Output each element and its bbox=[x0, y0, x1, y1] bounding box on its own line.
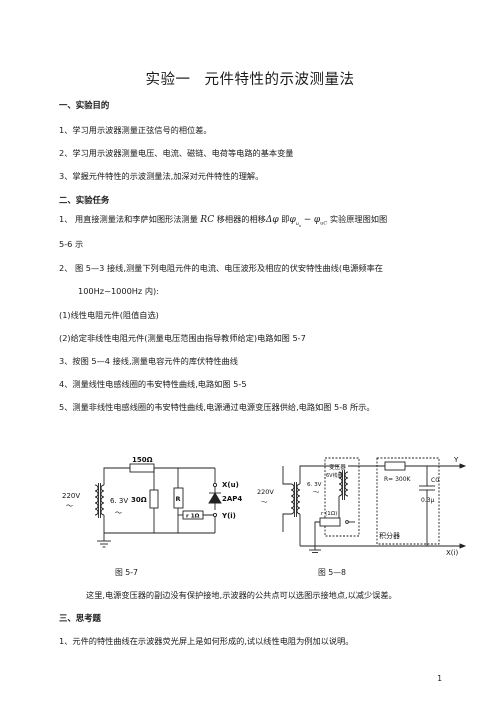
math-sub-uc: uC bbox=[320, 220, 328, 227]
purpose-item-2: 2、学习用示波器测量电压、电流、磁链、电荷等电路的基本变量 bbox=[59, 148, 294, 158]
title-part-1: 实验一 bbox=[145, 72, 191, 88]
fig57-source-tilde: ～ bbox=[66, 502, 73, 510]
fig57-x-output-label: X(u) bbox=[222, 481, 239, 489]
page-title: 实验一元件特性的示波测量法 bbox=[0, 68, 500, 89]
math-phi-us: φ bbox=[289, 215, 296, 225]
math-phi-uc: φ bbox=[313, 215, 321, 225]
fig57-diode-label: 2AP4 bbox=[222, 495, 242, 503]
fig58-source-tilde: ～ bbox=[261, 498, 268, 506]
fig58-x-output-label: X(i) bbox=[446, 549, 458, 557]
task-5: 5、测量非线性电感线圈的韦安特性曲线,电源通过电源变压器供给,电路如图 5-8 … bbox=[59, 402, 375, 412]
page-number: 1 bbox=[437, 674, 442, 683]
task-1-mid: 移相器的相移 bbox=[216, 214, 266, 224]
task-2-line-2: 100Hz~1000Hz 内): bbox=[78, 286, 159, 296]
task-4: 4、测量线性电感线圈的韦安特性曲线,电路如图 5-5 bbox=[59, 379, 247, 389]
math-sub-u: u bbox=[295, 220, 300, 227]
task-1-prefix: 1、 用直接测量法和李萨如图形法测量 bbox=[59, 214, 198, 224]
fig57-y-output-label: Y(i) bbox=[221, 512, 236, 520]
task-1-continuation: 5-6 示 bbox=[59, 239, 84, 249]
task-3: 3、按图 5—4 接线,测量电容元件的库伏特性曲线 bbox=[59, 356, 238, 366]
purpose-item-3: 3、掌握元件特性的示波测量法,加深对元件特性的理解。 bbox=[59, 171, 264, 181]
fig58-r-int-label: R= 300K bbox=[384, 476, 412, 483]
task-1-suffix: 实验原理图如图 bbox=[329, 214, 388, 224]
fig58-cap-value: 0.3μ bbox=[421, 497, 435, 504]
fig57-r-bottom-label: r 1Ω bbox=[186, 514, 200, 520]
math-minus: − bbox=[303, 215, 312, 225]
task-1-ji: 即 bbox=[281, 214, 290, 224]
fig58-cap-label: C0 bbox=[431, 477, 439, 484]
task-2-sub-1: (1)线性电阻元件(阻值自选) bbox=[59, 310, 159, 320]
section-heading-purpose: 一、实验目的 bbox=[59, 100, 110, 110]
fig57-secondary-tilde: ～ bbox=[115, 509, 122, 517]
question-1: 1、元件的特性曲线在示波器荧光屏上是如何形成的,试以线性电阻为例加以说明。 bbox=[59, 636, 354, 646]
fig58-integrator-label: 积分器 bbox=[379, 531, 400, 540]
fig57-secondary-label: 6. 3V bbox=[110, 497, 128, 505]
fig58-secondary-label: 6. 3V bbox=[307, 482, 322, 488]
fig58-transformer-label: 变压器 bbox=[329, 463, 346, 471]
fig57-r-top-label: 150Ω bbox=[132, 456, 153, 464]
math-delta-phi: Δφ bbox=[265, 215, 279, 225]
figure-5-7-caption: 图 5-7 bbox=[115, 568, 139, 577]
figure-5-7-circuit: 220V ～ 6. 3V ～ 150Ω 30Ω R r 1Ω 2AP4 X(u)… bbox=[62, 456, 242, 548]
fig57-r-box-label: R bbox=[176, 495, 181, 503]
task-2-sub-2: (2)给定非线性电阻元件(测量电压范围由指导教师给定)电路如图 5-7 bbox=[59, 333, 306, 343]
fig58-transformer-spec: 6V线圈 bbox=[326, 472, 343, 479]
transformer-note: 这里,电源变压器的副边没有保护接地,示波器的公共点可以选图示接地点,以减少误差。 bbox=[86, 590, 397, 600]
task-1: 1、 用直接测量法和李萨如图形法测量 RC 移相器的相移Δφ 即φus − φu… bbox=[59, 214, 387, 231]
math-rc: RC bbox=[200, 215, 215, 225]
section-heading-questions: 三、思考题 bbox=[59, 613, 101, 623]
figure-5-8-circuit: 220V ～ 变压器 6V线圈 6. 3V ～ r (1Ω) R= 300K C… bbox=[257, 456, 467, 557]
figure-5-8-caption: 图 5—8 bbox=[318, 568, 346, 577]
purpose-item-1: 1、学习用示波器测量正弦信号的相位差。 bbox=[59, 125, 212, 135]
task-2-line-1: 2、 图 5—3 接线,测量下列电阻元件的电流、电压波形及相应的伏安特性曲线(电… bbox=[59, 263, 383, 273]
fig58-source-label: 220V bbox=[257, 488, 274, 496]
title-part-2: 元件特性的示波测量法 bbox=[204, 72, 355, 88]
fig58-r-sense-label: r (1Ω) bbox=[321, 511, 337, 517]
fig58-secondary-tilde: ～ bbox=[313, 488, 320, 496]
fig58-y-output-label: Y bbox=[453, 456, 459, 464]
fig57-r-mid-label: 30Ω bbox=[131, 496, 147, 504]
math-sub-s: s bbox=[299, 222, 302, 228]
section-heading-tasks: 二、实验任务 bbox=[59, 195, 110, 205]
fig57-source-label: 220V bbox=[62, 492, 80, 500]
